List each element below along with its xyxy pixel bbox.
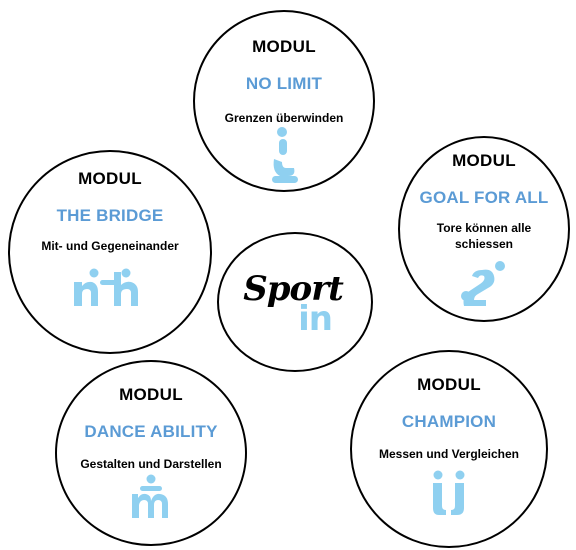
module-subtitle: Mit- und Gegeneinander	[41, 239, 179, 253]
module-label: MODUL	[252, 37, 316, 56]
center-logo-circle: Sport in	[217, 232, 373, 372]
module-title: NO LIMIT	[245, 74, 323, 93]
module-label: MODUL	[417, 375, 481, 394]
module-title: CHAMPION	[401, 412, 497, 431]
module-title: DANCE ABILITY	[84, 422, 218, 441]
bridge-figures-icon	[74, 268, 138, 306]
nolimit-figure-icon	[272, 127, 298, 183]
logo-word-in: in	[298, 299, 332, 339]
module-title: GOAL FOR ALL	[419, 188, 549, 207]
module-subtitle: Gestalten und Darstellen	[80, 457, 222, 471]
module-label: MODUL	[119, 385, 183, 404]
module-subtitle: Grenzen überwinden	[224, 111, 344, 125]
module-title: THE BRIDGE	[56, 206, 164, 225]
module-label: MODUL	[78, 169, 142, 188]
module-circle-the-bridge: MODUL THE BRIDGE Mit- und Gegeneinander	[8, 150, 212, 354]
module-circle-dance-ability: MODUL DANCE ABILITY Gestalten und Darste…	[55, 360, 247, 546]
module-label: MODUL	[452, 151, 516, 170]
logo-word-sport: Sport	[243, 269, 344, 309]
module-circle-no-limit: MODUL NO LIMIT Grenzen überwinden	[193, 10, 375, 192]
module-subtitle: Tore können alle schiessen	[436, 221, 532, 252]
champion-figures-icon	[433, 470, 465, 515]
module-circle-goal-for-all: MODUL GOAL FOR ALL Tore können alle schi…	[398, 136, 570, 322]
dance-figure-icon	[132, 474, 168, 518]
module-subtitle: Messen und Vergleichen	[378, 447, 520, 461]
goal-figure-icon	[461, 261, 505, 306]
sportin-logo: Sport in	[243, 269, 345, 339]
module-circle-champion: MODUL CHAMPION Messen und Vergleichen	[350, 350, 548, 548]
